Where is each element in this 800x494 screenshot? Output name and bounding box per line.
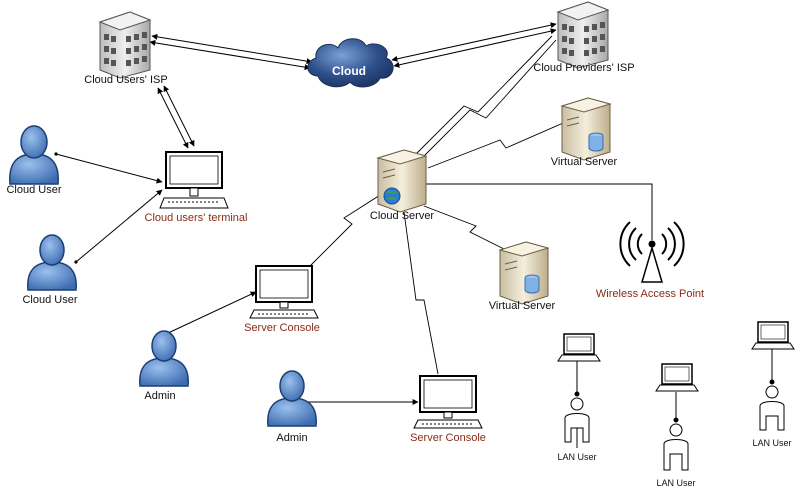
virtual-server-label-1: Virtual Server (550, 156, 618, 168)
cloud-server-label: Cloud Server (369, 210, 435, 222)
cloud-users-terminal-icon (159, 151, 229, 209)
cloud-users-isp-icon (98, 11, 152, 79)
cloud-label: Cloud (332, 64, 366, 78)
lan-user-label-1: LAN User (557, 452, 597, 462)
server-console-label-2: Server Console (410, 432, 486, 444)
wireless-access-point-icon (619, 221, 685, 283)
virtual-server-label-2: Virtual Server (488, 300, 556, 312)
zig-server-vs1 (427, 119, 571, 169)
connections (54, 22, 775, 423)
admin-icon-2 (267, 370, 317, 427)
link-isp-terminal-b (163, 85, 195, 147)
lan-laptop-icon-1 (557, 333, 601, 362)
lan-laptop-icon-2 (655, 363, 699, 392)
server-console-label-1: Server Console (244, 322, 320, 334)
cloud-user-icon-1 (9, 125, 59, 185)
link-users-isp-cloud-a (151, 33, 313, 65)
lan-user-icon-3 (759, 385, 785, 431)
cloud-users-terminal-label: Cloud users' terminal (144, 212, 248, 224)
lan-user-label-3: LAN User (752, 438, 792, 448)
cloud-user-icon-2 (27, 234, 77, 291)
link-user1-terminal (54, 152, 163, 184)
zig-server-console1 (309, 189, 389, 267)
zig-server-providers-isp-b (413, 35, 553, 157)
admin-label-1: Admin (144, 390, 176, 402)
link-users-isp-cloud-b (149, 39, 311, 71)
lan-laptop-icon-3 (751, 321, 795, 350)
cloud-server-icon (376, 149, 428, 213)
virtual-server-icon-1 (560, 97, 612, 161)
link-cloud-providers-isp-a (391, 22, 557, 62)
cloud-user-label-2: Cloud User (22, 294, 78, 306)
cloud-providers-isp-label: Cloud Providers' ISP (533, 62, 635, 74)
lan-user-label-2: LAN User (656, 478, 696, 488)
virtual-server-icon-2 (498, 241, 550, 305)
admin-label-2: Admin (276, 432, 308, 444)
link-user2-terminal (74, 189, 163, 264)
zig-server-vs2 (423, 205, 507, 251)
link-isp-terminal-a (157, 87, 189, 149)
link-admin1-console (164, 291, 257, 336)
wireless-links (309, 35, 571, 375)
zig-server-console2 (403, 211, 439, 375)
link-cloud-providers-isp-b (393, 28, 557, 68)
admin-icon-1 (139, 330, 189, 387)
zig-server-providers-isp-a (419, 39, 557, 161)
lan-user-icon-2 (663, 423, 689, 471)
cloud-user-label-1: Cloud User (6, 184, 62, 196)
server-console-icon-2 (413, 375, 483, 429)
cloud-providers-isp-icon (556, 1, 610, 69)
cloud-users-isp-label: Cloud Users' ISP (84, 74, 168, 86)
server-console-icon-1 (249, 265, 319, 319)
lan-user-icon-1 (564, 397, 590, 448)
link-server-wireless (426, 183, 653, 240)
wireless-access-point-label: Wireless Access Point (595, 288, 705, 300)
cloud-icon (307, 38, 394, 88)
